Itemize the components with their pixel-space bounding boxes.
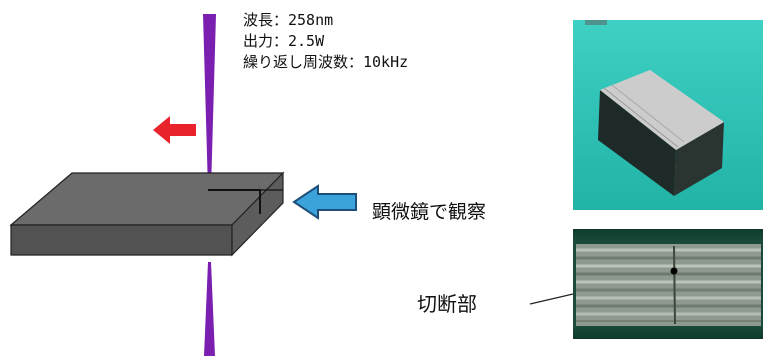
observe-label: 顕微鏡で観察 — [372, 201, 487, 223]
output-label: 出力：2.5W — [243, 32, 325, 50]
layer-line — [603, 87, 679, 148]
left-arrow-icon — [153, 116, 196, 144]
laser-beam-lower — [204, 262, 215, 356]
laser-beam-upper — [203, 14, 216, 190]
repetition-rate-label: 繰り返し周波数：10kHz — [243, 53, 409, 71]
cut-point — [670, 267, 678, 275]
cut-section-label: 切断部 — [417, 292, 477, 316]
layer-line — [611, 84, 685, 143]
sample-block — [9, 171, 285, 257]
laser-spec-block: 波長：258nm 出力：2.5W 繰り返し周波数：10kHz — [243, 10, 408, 73]
cut-mark — [673, 245, 676, 325]
observe-arrow-icon — [292, 184, 357, 220]
sample-photo — [573, 20, 763, 210]
wavelength-label: 波長：258nm — [243, 11, 334, 29]
block-front-face — [10, 224, 233, 256]
micrograph — [573, 229, 763, 339]
